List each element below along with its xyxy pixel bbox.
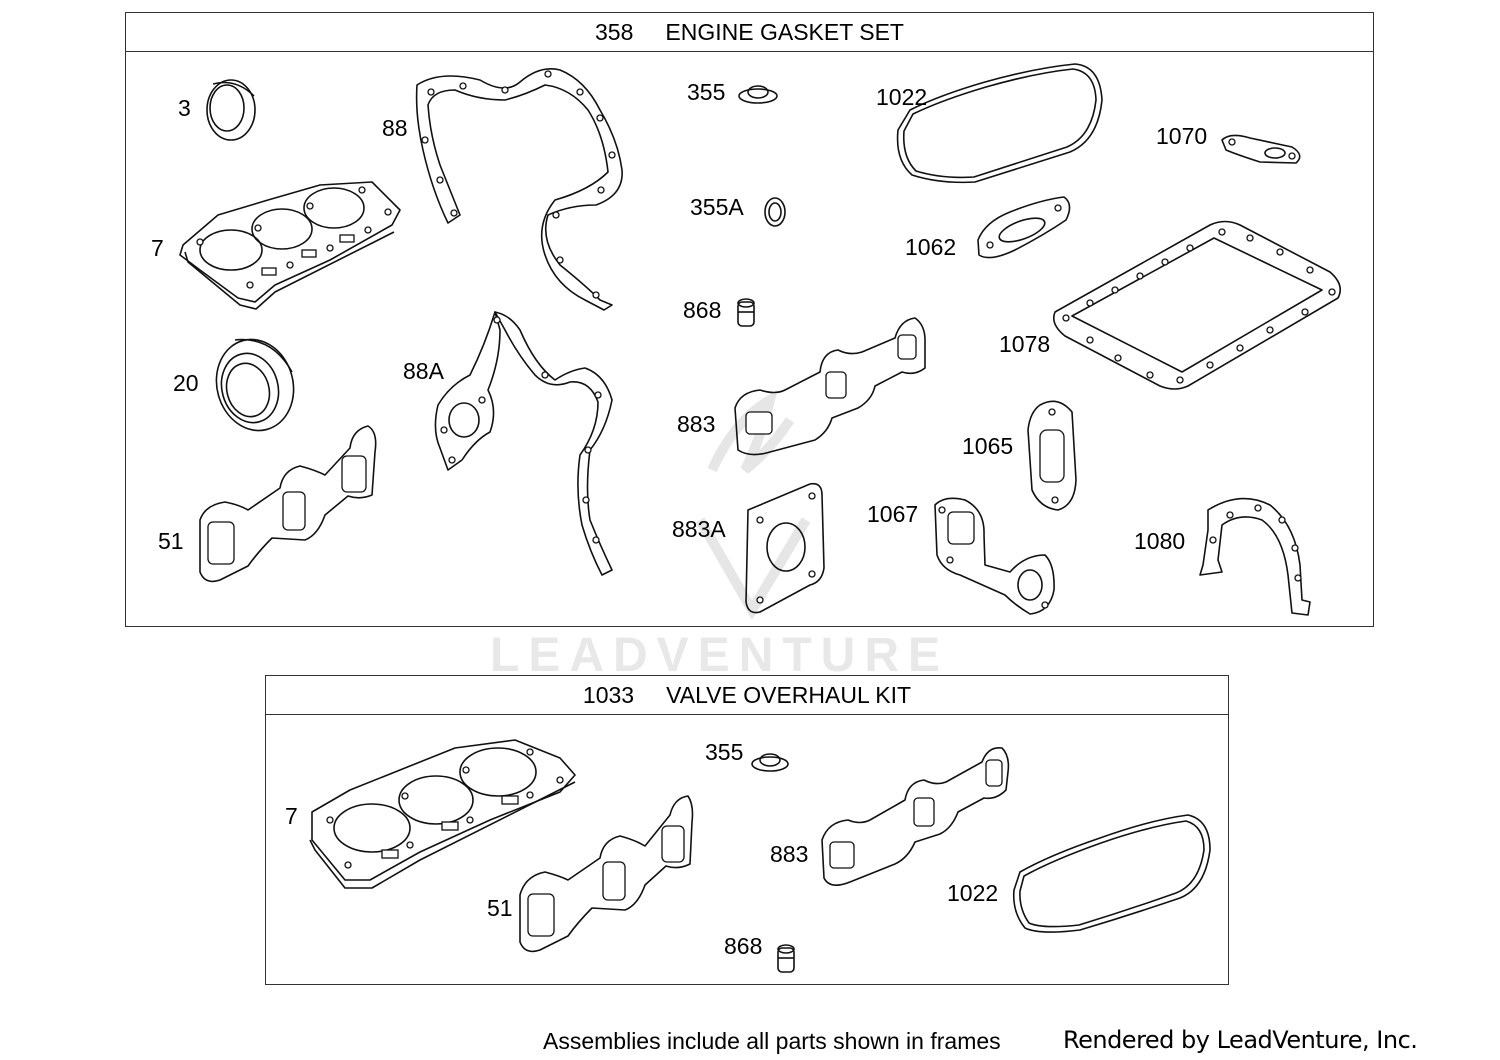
callout-3[interactable]: 3 (178, 95, 191, 121)
part-355-seal-kit[interactable] (751, 753, 789, 772)
part-51-gasket[interactable] (199, 425, 377, 583)
part-868-seal-kit[interactable] (777, 944, 795, 973)
part-883-gasket-kit[interactable] (821, 746, 1010, 886)
frame-part-number: 358 (595, 18, 634, 45)
callout-51[interactable]: 51 (158, 528, 184, 554)
render-credit: Rendered by LeadVenture, Inc. (1063, 1026, 1418, 1054)
part-1022-gasket-kit[interactable] (1012, 814, 1211, 933)
callout-20[interactable]: 20 (173, 370, 199, 396)
callout-7[interactable]: 7 (285, 803, 298, 829)
part-1067-gasket[interactable] (934, 497, 1055, 615)
part-7-head-gasket-kit[interactable] (309, 739, 576, 889)
part-20-oil-seal[interactable] (206, 331, 303, 440)
callout-88a[interactable]: 88A (403, 358, 444, 384)
assemblies-note: Assemblies include all parts shown in fr… (543, 1028, 1001, 1054)
callout-1022[interactable]: 1022 (947, 880, 999, 906)
part-51-gasket-kit[interactable] (519, 795, 694, 953)
callout-1070[interactable]: 1070 (1156, 123, 1208, 149)
watermark-text: LEADVENTURE (490, 629, 950, 682)
frame-header: 358 ENGINE GASKET SET (126, 13, 1373, 52)
part-355-seal[interactable] (738, 85, 778, 104)
part-88a-gasket[interactable] (434, 311, 613, 576)
part-883a-gasket[interactable] (745, 482, 825, 614)
part-1078-gasket[interactable] (1052, 220, 1341, 390)
callout-1022[interactable]: 1022 (876, 84, 928, 110)
callout-883[interactable]: 883 (770, 841, 809, 867)
part-355a-ring[interactable] (764, 197, 786, 227)
valve-overhaul-kit-frame: 1033 VALVE OVERHAUL KIT (265, 675, 1229, 985)
part-1070-gasket[interactable] (1221, 134, 1301, 164)
callout-883a[interactable]: 883A (672, 516, 726, 542)
callout-1080[interactable]: 1080 (1134, 528, 1186, 554)
callout-883[interactable]: 883 (677, 411, 716, 437)
callout-1078[interactable]: 1078 (999, 331, 1051, 357)
frame-part-number: 1033 (582, 681, 635, 708)
callout-355a[interactable]: 355A (690, 194, 744, 220)
frame-header: 1033 VALVE OVERHAUL KIT (266, 676, 1228, 715)
callout-88[interactable]: 88 (382, 115, 408, 141)
callout-868[interactable]: 868 (724, 933, 763, 959)
part-868-seal[interactable] (737, 298, 755, 327)
part-88-gasket[interactable] (415, 68, 623, 311)
callout-355[interactable]: 355 (687, 79, 726, 105)
part-1022-gasket[interactable] (896, 63, 1103, 184)
callout-1067[interactable]: 1067 (867, 501, 919, 527)
callout-868[interactable]: 868 (683, 297, 722, 323)
callout-7[interactable]: 7 (151, 235, 164, 261)
part-1080-gasket[interactable] (1199, 497, 1311, 616)
callout-51[interactable]: 51 (487, 895, 513, 921)
part-3-seal[interactable] (206, 79, 256, 141)
part-1062-gasket[interactable] (977, 196, 1071, 259)
frame-title: ENGINE GASKET SET (665, 18, 904, 45)
part-7-head-gasket[interactable] (179, 181, 401, 310)
part-883-gasket[interactable] (734, 317, 926, 456)
part-1065-gasket[interactable] (1027, 400, 1077, 511)
engine-gasket-set-frame: 358 ENGINE GASKET SET (125, 12, 1374, 627)
bolt-holes (1062, 228, 1336, 384)
frame-title: VALVE OVERHAUL KIT (666, 681, 912, 708)
callout-1062[interactable]: 1062 (905, 234, 957, 260)
callout-355[interactable]: 355 (705, 739, 744, 765)
callout-1065[interactable]: 1065 (962, 433, 1014, 459)
